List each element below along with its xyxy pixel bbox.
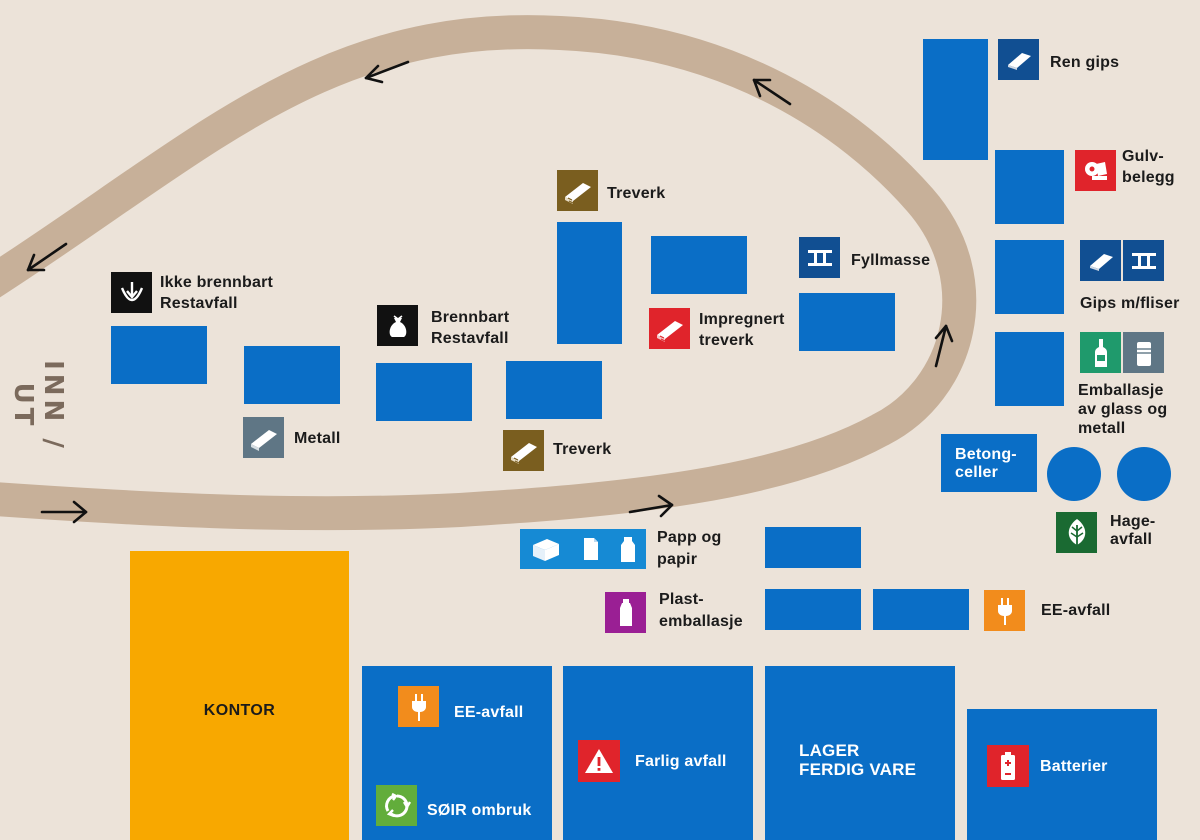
- container-round-1[interactable]: [1047, 447, 1101, 501]
- plastic-bottle-icon: [605, 592, 646, 633]
- container-emballasje[interactable]: [995, 332, 1064, 406]
- container-brennbart[interactable]: [376, 363, 472, 421]
- road-arrow-icon: [628, 494, 674, 518]
- label-ee-avfall-right: EE-avfall: [1041, 602, 1111, 619]
- entrance-label: INN / UT: [8, 360, 68, 452]
- metal-can-icon: [1123, 332, 1164, 373]
- label-treverk-top: Treverk: [607, 185, 666, 202]
- container-treverk-bottom[interactable]: [506, 361, 602, 419]
- fill-mass-icon: [799, 237, 840, 278]
- label-farlig-avfall: Farlig avfall: [635, 753, 727, 770]
- office-building[interactable]: KONTOR: [130, 551, 349, 840]
- road-arrow-icon: [26, 242, 68, 272]
- container-betongceller[interactable]: [941, 434, 1037, 492]
- road-arrow-icon: [40, 500, 88, 524]
- container-plast-1[interactable]: [765, 589, 861, 630]
- office-label: KONTOR: [203, 702, 276, 719]
- label-emballasje-glass: Emballasje av glass og metall: [1078, 382, 1168, 437]
- label-soir-ombruk: SØIR ombruk: [427, 802, 532, 819]
- container-metall[interactable]: [244, 346, 340, 404]
- paper-icon: [584, 538, 598, 560]
- building-lager[interactable]: [765, 666, 955, 840]
- label-betongceller: Betong- celler: [955, 446, 1017, 481]
- recycle-icon: [376, 785, 417, 826]
- label-plastemballasje: Plast- emballasje: [659, 591, 743, 630]
- wood-planks-icon: [503, 430, 544, 471]
- label-papp-papir: Papp og papir: [657, 529, 722, 568]
- trash-bag-icon: [377, 305, 418, 346]
- treated-wood-icon: [649, 308, 690, 349]
- container-treverk-top[interactable]: [557, 222, 622, 344]
- floor-roll-icon: [1075, 150, 1116, 191]
- electric-plug-icon: [398, 686, 439, 727]
- road-arrow-icon: [752, 78, 792, 106]
- glass-bottle-icon: [1080, 332, 1121, 373]
- label-ee-avfall-bottom: EE-avfall: [454, 704, 524, 721]
- tiles-icon: [1123, 240, 1164, 281]
- container-round-2[interactable]: [1117, 447, 1171, 501]
- container-ren-gips[interactable]: [923, 39, 988, 160]
- metal-plank-icon: [243, 417, 284, 458]
- label-ikke-brennbart: Ikke brennbart Restavfall: [160, 274, 274, 312]
- electric-plug-icon: [984, 590, 1025, 631]
- residual-waste-icon: [111, 272, 152, 313]
- container-ikke-brennbart[interactable]: [111, 326, 207, 384]
- leaf-icon: [1056, 512, 1097, 553]
- plasterboard-icon: [1080, 240, 1121, 281]
- paper-cardboard-strip: [520, 529, 646, 569]
- label-fyllmasse: Fyllmasse: [851, 252, 931, 269]
- label-hageavfall: Hage- avfall: [1110, 513, 1156, 548]
- container-impregnert[interactable]: [651, 236, 747, 294]
- container-fyllmasse[interactable]: [799, 293, 895, 351]
- container-gulvbelegg[interactable]: [995, 150, 1064, 224]
- container-gips-fliser[interactable]: [995, 240, 1064, 314]
- label-gips-fliser: Gips m/fliser: [1080, 295, 1180, 312]
- container-papp-papir[interactable]: [765, 527, 861, 568]
- container-plast-2[interactable]: [873, 589, 969, 630]
- battery-icon: [987, 745, 1029, 787]
- label-brennbart: Brennbart Restavfall: [431, 309, 510, 347]
- label-lager: LAGER FERDIG VARE: [799, 741, 917, 779]
- label-ren-gips: Ren gips: [1050, 54, 1120, 71]
- plasterboard-icon: [998, 39, 1039, 80]
- label-metall: Metall: [294, 430, 341, 447]
- cardboard-icon: [533, 539, 559, 561]
- road-arrow-icon: [364, 60, 410, 84]
- warning-icon: [578, 740, 620, 782]
- wood-planks-icon: [557, 170, 598, 211]
- road-arrow-icon: [934, 324, 954, 368]
- label-treverk-bottom: Treverk: [553, 441, 612, 458]
- label-gulvbelegg: Gulv- belegg: [1122, 148, 1175, 186]
- label-impregnert: Impregnert treverk: [699, 311, 785, 349]
- carton-icon: [621, 537, 635, 562]
- label-batterier: Batterier: [1040, 758, 1108, 775]
